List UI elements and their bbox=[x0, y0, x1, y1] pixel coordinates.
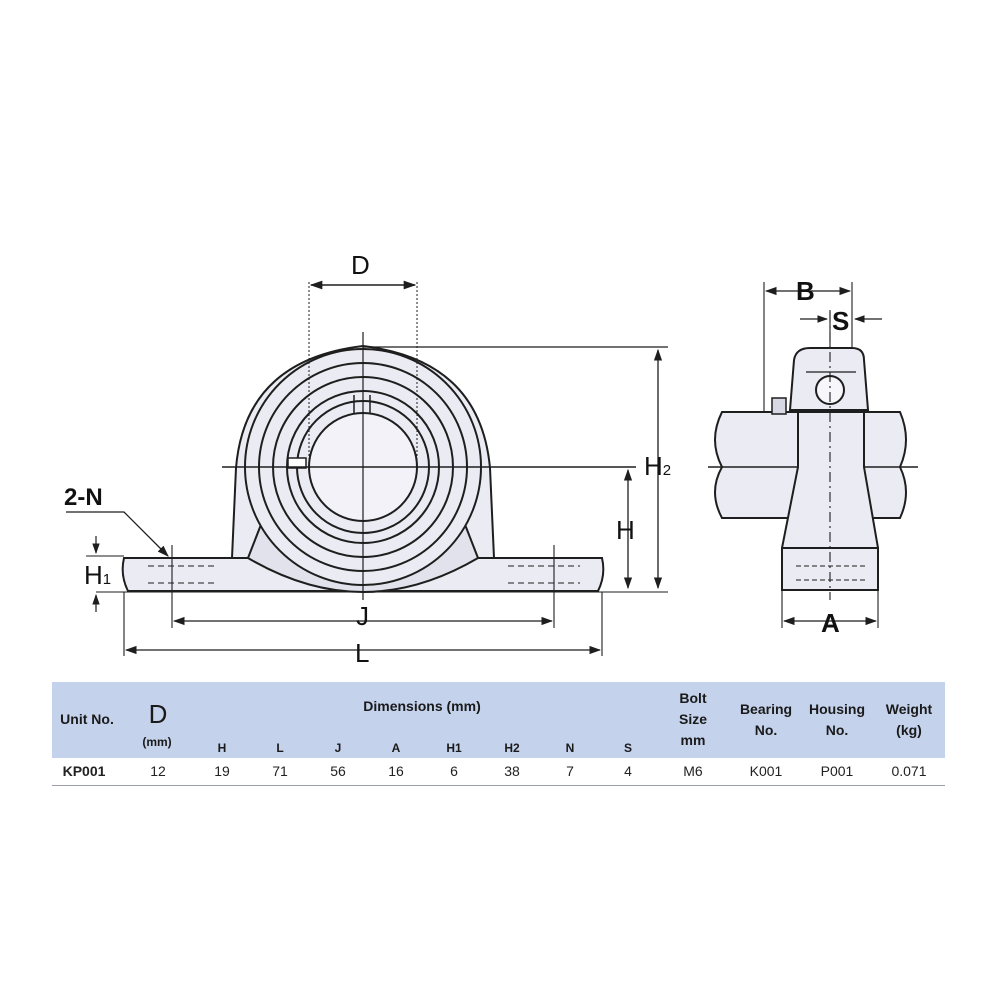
side-dimension-lines bbox=[763, 282, 882, 628]
side-view bbox=[708, 347, 918, 591]
front-dimension-lines bbox=[66, 280, 668, 656]
header-housing-no: Housing No. bbox=[802, 699, 872, 741]
drawing-svg bbox=[66, 280, 918, 656]
collar-screw bbox=[771, 397, 787, 415]
technical-drawing: D 2-N H1 J L H H2 B S A bbox=[64, 250, 918, 668]
header-bearing-line-2: No. bbox=[754, 722, 778, 738]
label-d: D bbox=[351, 250, 370, 280]
header-weight-line-2: (kg) bbox=[896, 722, 922, 738]
cell-bearing-no: K001 bbox=[749, 763, 783, 779]
label-h1: H1 bbox=[84, 562, 111, 588]
header-d-symbol: D bbox=[148, 699, 168, 729]
label-h1-main: H bbox=[84, 560, 103, 590]
set-screw-left bbox=[287, 457, 307, 469]
cell-unit-no: KP001 bbox=[62, 763, 106, 779]
header-bolt-size: Bolt Size mm bbox=[664, 688, 722, 751]
header-bolt-line-3: mm bbox=[680, 732, 706, 748]
header-d-unit: (mm) bbox=[142, 735, 172, 749]
header-unit-no: Unit No. bbox=[60, 711, 114, 727]
label-a: A bbox=[821, 608, 840, 638]
header-weight: Weight (kg) bbox=[876, 699, 942, 741]
cell-weight: 0.071 bbox=[891, 763, 927, 779]
cell-s: 4 bbox=[624, 763, 632, 779]
header-dim-h1: H1 bbox=[446, 741, 462, 755]
label-h2-sub: 2 bbox=[662, 462, 672, 479]
table-header-band bbox=[52, 682, 945, 758]
label-b: B bbox=[796, 276, 815, 306]
label-h2-main: H bbox=[644, 451, 663, 481]
label-s: S bbox=[832, 306, 850, 336]
header-weight-line-1: Weight bbox=[885, 701, 933, 717]
header-dim-a: A bbox=[391, 741, 401, 755]
cell-d: 12 bbox=[150, 763, 166, 779]
header-dim-n: N bbox=[565, 741, 575, 755]
label-h: H bbox=[616, 515, 635, 545]
label-2-n: 2-N bbox=[64, 484, 103, 511]
header-housing-line-1: Housing bbox=[809, 701, 865, 717]
header-dimensions-group: Dimensions (mm) bbox=[363, 698, 481, 714]
header-dim-s: S bbox=[623, 741, 632, 755]
cell-a: 16 bbox=[388, 763, 404, 779]
header-housing-line-2: No. bbox=[825, 722, 849, 738]
cell-h1: 6 bbox=[450, 763, 458, 779]
row-separator bbox=[52, 785, 945, 786]
header-dim-j: J bbox=[334, 741, 342, 755]
header-bearing-no: Bearing No. bbox=[732, 699, 800, 741]
label-l: L bbox=[355, 638, 370, 668]
label-h2: H2 bbox=[644, 453, 671, 479]
cell-h2: 38 bbox=[504, 763, 520, 779]
cell-l: 71 bbox=[272, 763, 288, 779]
header-bolt-line-2: Size bbox=[678, 711, 707, 727]
cell-housing-no: P001 bbox=[820, 763, 854, 779]
cell-j: 56 bbox=[330, 763, 346, 779]
header-dim-h2: H2 bbox=[504, 741, 520, 755]
header-dim-h: H bbox=[217, 741, 227, 755]
cell-bolt-size: M6 bbox=[683, 763, 703, 779]
two-n-leader bbox=[66, 511, 169, 557]
header-dim-l: L bbox=[276, 741, 284, 755]
label-h1-sub: 1 bbox=[102, 571, 112, 588]
label-j: J bbox=[356, 601, 369, 631]
specification-table: Unit No. D (mm) Dimensions (mm) H L J A … bbox=[52, 682, 945, 786]
cell-h: 19 bbox=[214, 763, 230, 779]
cell-n: 7 bbox=[566, 763, 574, 779]
header-bolt-line-1: Bolt bbox=[679, 690, 707, 706]
header-bearing-line-1: Bearing bbox=[739, 701, 793, 717]
